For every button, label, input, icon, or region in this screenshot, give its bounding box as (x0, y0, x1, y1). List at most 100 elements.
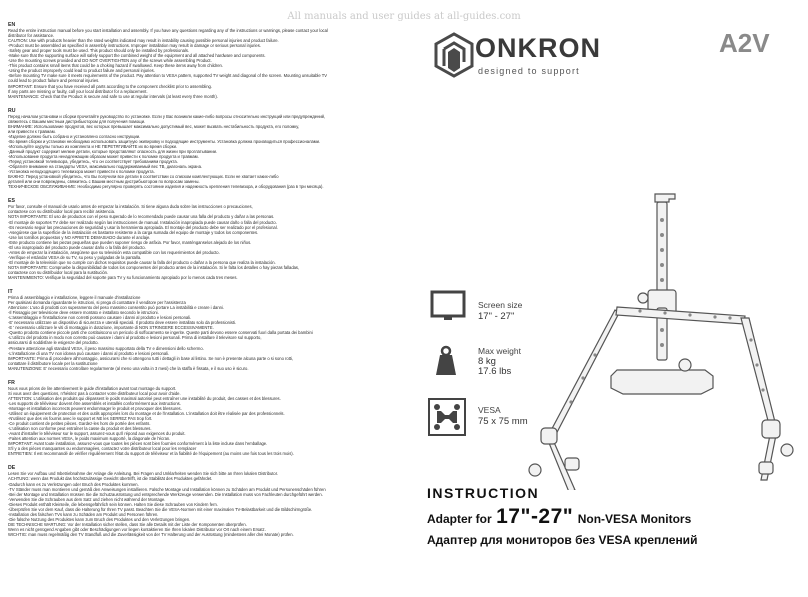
instruction-line: -Во время сборки и установки необходимо … (8, 138, 321, 144)
instruction-line: -Данный продукт содержит мелкие детали, … (8, 148, 218, 154)
instruction-line: DIE TECHNISCHE WARTUNG: Vor der Installa… (8, 521, 247, 527)
instruction-line: -L'installazione di una TV non idonea pu… (8, 350, 170, 356)
instruction-line: Wenn es nicht genügend Angaben gibt oder… (8, 526, 266, 532)
instruction-line: ACHTUNG: wenn das Produkt das höchstzulä… (8, 476, 213, 482)
instruction-line: -Faites attention aux normes VESA, le po… (8, 436, 171, 442)
instruction-line: Перед началом установки и сборки прочита… (8, 113, 326, 119)
instruction-line: Nous vous prions de lire attentivement l… (8, 385, 177, 391)
instruction-line: NOTA IMPORTANTE: Compruebe la disponibil… (8, 264, 300, 270)
instruction-line: -TV Ständer muss man montieren und gemäß… (8, 486, 326, 492)
title-suffix: Non-VESA Monitors (577, 512, 692, 526)
instruction-line: -Die falsche Nutzung des Produktes kann … (8, 516, 191, 522)
instruction-line: Prima di assemblaggio e installazione, l… (8, 295, 141, 301)
instruction-line: -Используйте шурупы только из комплекта … (8, 143, 178, 149)
instruction-line: -Ce produit contient de petites pièces. … (8, 421, 151, 427)
onkron-logo-icon (434, 32, 474, 78)
instruction-line: -Questo prodotto contiene piccole parti … (8, 330, 313, 336)
instruction-line: -Verifique el estándar VESA de su TV, su… (8, 254, 142, 260)
watermark: All manuals and user guides at all-guide… (287, 11, 521, 22)
instruction-line: MANTENIMIENTO: Verifique la seguridad de… (8, 275, 238, 281)
instruction-line: IMPORTANTE: Prima di procedere all'monta… (8, 355, 294, 361)
instruction-line: -Before mounting TV make sure it meets r… (8, 73, 328, 79)
instruction-line: Si vous avez des questions, n'hésitez pa… (8, 390, 181, 396)
instruction-line: Per qualsiasi domanda riguardante le ist… (8, 300, 186, 306)
section-lang-code: ES (8, 198, 15, 205)
instruction-line: contactese con su distribuidor local par… (8, 209, 116, 215)
instruction-line: -Использование продукта ненадлежащим обр… (8, 154, 199, 160)
instruction-line: contactese con su distribuidor local par… (8, 269, 109, 275)
instruction-line: -This product contains small items that … (8, 63, 223, 69)
instruction-line: ВАЖНО: Перед установкой убедитесь, что В… (8, 174, 279, 180)
vesa-value: 75 x 75 mm (478, 416, 528, 427)
brand-name: ONKRON (475, 33, 601, 63)
instruction-line: -Il Fissaggio per televisione deve esser… (8, 310, 159, 316)
instruction-line: или привести к травмам. (8, 128, 56, 134)
brand-tagline: designed to support (478, 66, 580, 76)
instruction-line: IMPORTANT: Avant toute installation, ass… (8, 441, 268, 447)
instruction-line: -E' necessario utilizzare un dispositivo… (8, 320, 237, 326)
instruction-line: Read the entire instruction manual befor… (8, 28, 328, 33)
instruction-line: ENTRETIEN: Il est recommandé de vérifier… (8, 451, 294, 457)
instruction-line: distributor for assistance. (8, 33, 55, 39)
instruction-line: -N'utilisez que des vis fournis avec le … (8, 416, 153, 422)
instruction-line: -Dadurch kann es zu Verletzungen oder Br… (8, 481, 139, 487)
title-size-range: 17"-27" (496, 505, 574, 528)
instruction-line: -Перед установкой телевизора, убедитесь,… (8, 159, 178, 165)
instruction-line: NOTA IMPORTANTE: El uso de productos con… (8, 214, 275, 220)
instruction-line: -Use los tornillos propuestos y NO APRIE… (8, 234, 151, 240)
instruction-line: contattare il distributore locale per la… (8, 360, 98, 366)
vesa-label: VESA (478, 405, 501, 415)
instruction-line: -El montaje de la televisión que no cump… (8, 259, 276, 265)
instruction-line: ATTENTION: L'utilisation des produits qu… (8, 395, 281, 401)
product-title-russian: Адаптер для мониторов без VESA креплений (427, 533, 698, 547)
title-prefix: Adapter for (427, 512, 492, 526)
instruction-line: -Avant d'installer le téléviseur sur le … (8, 431, 186, 437)
instruction-line: -L'utilisation non conforme peut entraîn… (8, 426, 152, 432)
instruction-line: MAINTENANCE: Check that the Product is s… (8, 93, 218, 99)
instruction-line: CAUTION: Use with products heavier than … (8, 38, 279, 44)
instruction-line: -Installation des falschen TVs kann zu S… (8, 511, 159, 517)
instruction-line: -E ' necessario utilizzare le viti di mo… (8, 325, 214, 331)
weight-icon (436, 345, 456, 375)
section-lang-code: FR (8, 379, 15, 386)
instruction-line: -Обратите внимание на стандарты VESA, ма… (8, 164, 203, 170)
instruction-line: could lead to product failure and person… (8, 78, 100, 84)
instruction-line: -Les supports de téléviseur doivent être… (8, 400, 181, 406)
instruction-line: деталей или они повреждены, свяжитесь с … (8, 179, 200, 185)
max-weight-label: Max weight (478, 346, 521, 356)
section-lang-code: IT (8, 289, 13, 296)
instruction-line: -Asegúrese que la superficie de la insta… (8, 229, 259, 235)
instruction-line: MANUTENZIONE: E' necessario controllare … (8, 365, 249, 371)
instruction-heading: INSTRUCTION (427, 485, 540, 501)
max-weight-lbs: 17.6 lbs (478, 366, 512, 377)
instruction-line: -Product must be assembled as specified … (8, 43, 261, 49)
section-lang-code: DE (8, 465, 16, 472)
instruction-line: -Using the product improperly could lead… (8, 68, 155, 74)
vesa-pattern-icon (428, 398, 466, 436)
instruction-line: -El montaje de soportes TV debe ser real… (8, 219, 277, 225)
instruction-line: IMPORTANT: Ensure that you have received… (8, 83, 212, 89)
instruction-line: Attenzione: L'uso di prodotti con supera… (8, 305, 225, 311)
instruction-line: -El uso inapropiado del producto puede c… (8, 244, 146, 250)
instruction-line: -Prestare attenzione agli standard VESA,… (8, 345, 204, 351)
instruction-line: -Use the mounting screws provided and DO… (8, 58, 212, 64)
instruction-line: -L'utilizzo del prodotto in modo non cor… (8, 335, 262, 341)
instruction-line: Lesen Sie vor Aufbau und Inbetriebnahme … (8, 471, 279, 477)
screen-size-label: Screen size (478, 300, 523, 310)
instruction-line: -Es necesario seguir las precauciones de… (8, 224, 278, 230)
instruction-line: Por favor, consulte el manual de usario … (8, 204, 253, 210)
instruction-line: -L'assemblaggio e l'installazione non co… (8, 315, 192, 321)
instruction-line: -Safety gear and proper tools must be us… (8, 48, 190, 54)
instruction-line: свяжитесь с Вашим местным дистрибьютором… (8, 118, 146, 124)
section-lang-code: EN (8, 22, 16, 28)
instruction-line: -Изделие должно быть собрано и установле… (8, 133, 141, 139)
instruction-line: assicurarsi di soddisfare le esigenze de… (8, 340, 99, 346)
instruction-line: ВНИМАНИЕ: Использование продуктов, вес к… (8, 123, 300, 129)
section-lang-code: RU (8, 107, 16, 114)
instruction-line: -Montage et installation incorrects peuv… (8, 405, 182, 411)
instruction-line: If any parts are missing or faulty, call… (8, 88, 148, 94)
instruction-line: -Antes de empezar la instalación, asegúr… (8, 249, 220, 255)
screen-size-value: 17" - 27" (478, 311, 515, 322)
instruction-line: -Make sure that the supporting surface w… (8, 53, 266, 59)
instruction-line: -Utilisez un équipement de protection et… (8, 411, 285, 416)
